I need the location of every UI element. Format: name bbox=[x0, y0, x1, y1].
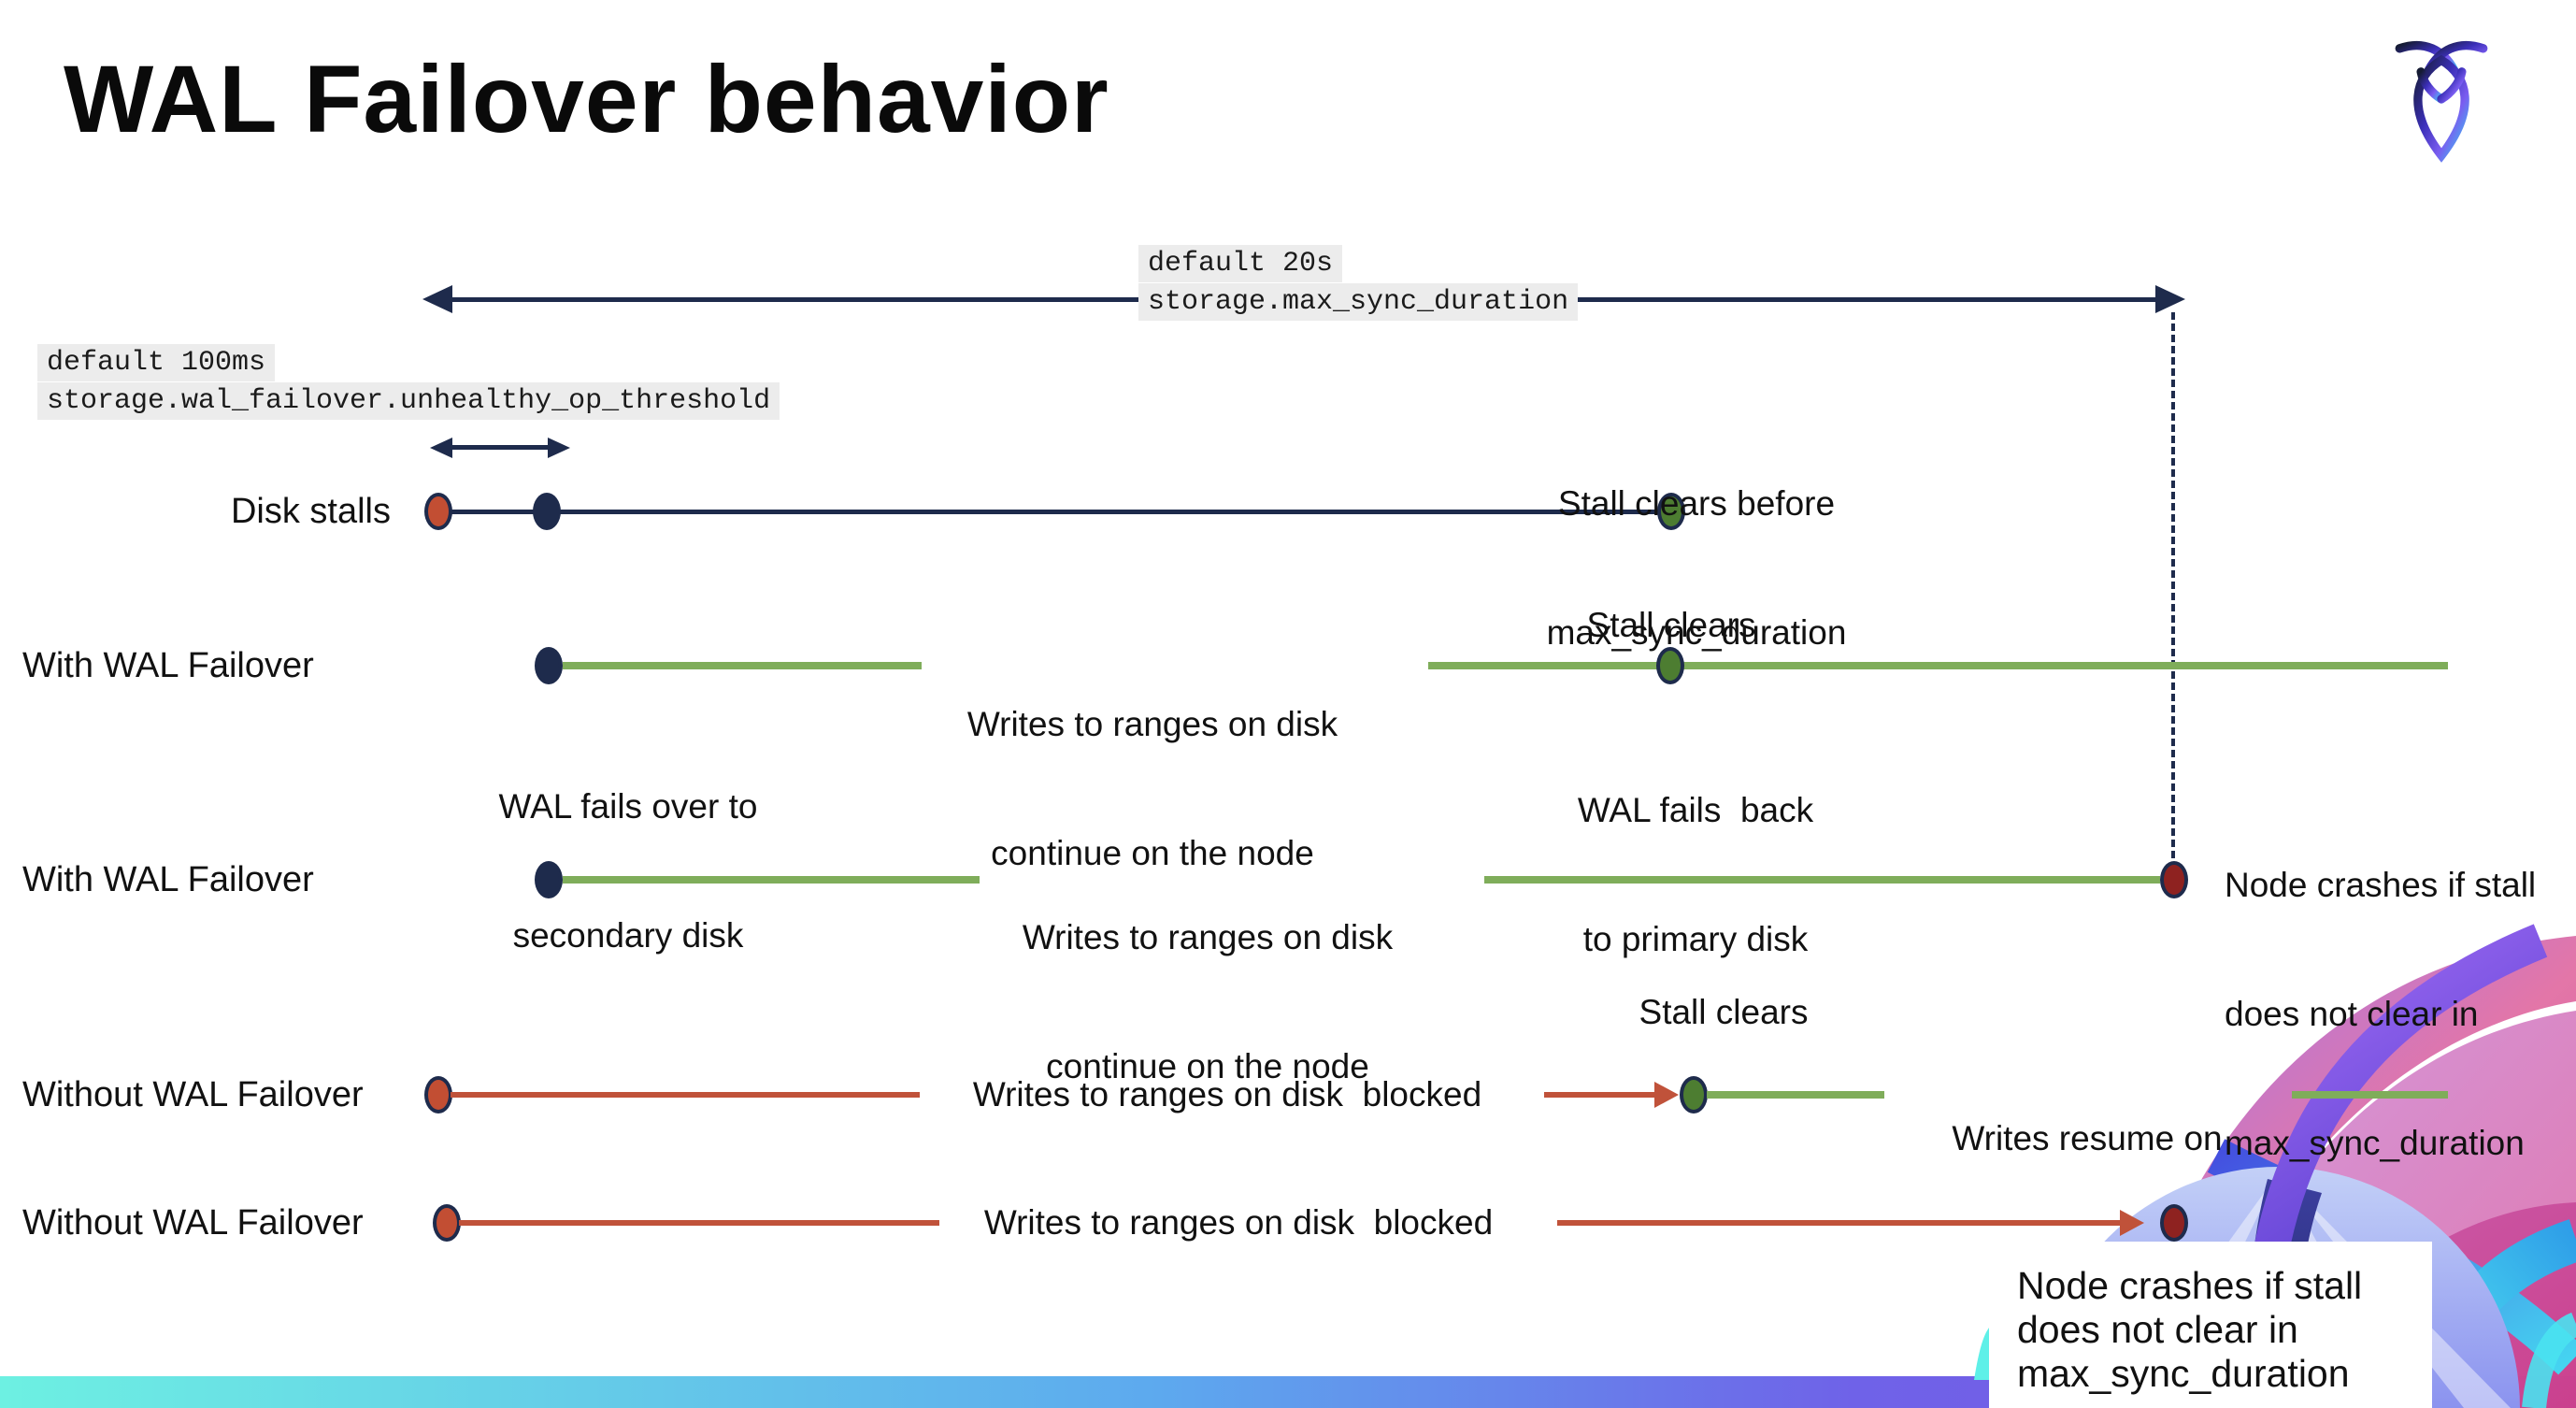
stall-clears-before-text: Stall clears before max_sync_duration bbox=[1546, 484, 1847, 652]
failover-threshold-dot bbox=[533, 493, 561, 530]
stall-clear-dot bbox=[1657, 493, 1685, 530]
writes-continue-line bbox=[563, 662, 922, 669]
arrow-head-right-icon bbox=[1654, 1082, 1679, 1108]
writes-continue-text: Writes to ranges on disk continue on the… bbox=[966, 705, 1338, 872]
arrow-head-right-icon bbox=[2155, 285, 2185, 313]
disk-stall-timeline bbox=[449, 510, 1658, 514]
writes-resume-line bbox=[2292, 1091, 2448, 1099]
node-crashes-text: Node crashes if stall does not clear in … bbox=[2225, 866, 2537, 1162]
row-label-without-wal-failover-2: Without WAL Failover bbox=[22, 1203, 364, 1243]
node-crashes-text: Node crashes if stall bbox=[2017, 1264, 2363, 1307]
arrow-head-right-icon bbox=[548, 438, 570, 458]
arrow-head-left-icon bbox=[422, 285, 452, 313]
threshold-arrow-line bbox=[447, 445, 550, 450]
max-sync-boundary-dashed-line bbox=[2171, 312, 2175, 858]
node-crashes-text: max_sync_duration bbox=[2017, 1352, 2350, 1395]
max-sync-default-label: default 20s bbox=[1138, 245, 1343, 282]
stall-clears-text: Stall clears bbox=[1639, 993, 1809, 1031]
threshold-default-label: default 100ms bbox=[37, 344, 276, 381]
writes-continue-line bbox=[563, 876, 980, 884]
writes-blocked-text: Writes to ranges on disk blocked bbox=[972, 1075, 1482, 1113]
writes-blocked-line bbox=[459, 1220, 939, 1226]
row-label-without-wal-failover-1: Without WAL Failover bbox=[22, 1075, 364, 1114]
stall-clear-dot bbox=[1656, 647, 1684, 684]
cockroachdb-logo-icon bbox=[2395, 40, 2488, 163]
arrow-head-right-icon bbox=[2120, 1210, 2144, 1236]
failover-event-dot bbox=[535, 647, 563, 684]
failover-event-dot bbox=[535, 861, 563, 898]
writes-blocked-line bbox=[1557, 1220, 2122, 1226]
wal-fails-back-text: WAL fails back to primary disk bbox=[1577, 791, 1814, 958]
disk-stall-start-dot bbox=[433, 1204, 461, 1242]
row-label-with-wal-failover-1: With WAL Failover bbox=[22, 646, 314, 685]
writes-blocked-line bbox=[451, 1092, 920, 1098]
stall-clear-dot bbox=[1680, 1076, 1708, 1113]
writes-continue-line bbox=[1428, 662, 2448, 669]
writes-continue-text: Writes to ranges on disk continue on the… bbox=[1022, 918, 1394, 1085]
node-crash-dot bbox=[2160, 1204, 2188, 1242]
row-label-disk-stalls: Disk stalls bbox=[230, 492, 391, 531]
page-title: WAL Failover behavior bbox=[64, 46, 1109, 152]
arrow-head-left-icon bbox=[430, 438, 452, 458]
threshold-setting-label: storage.wal_failover.unhealthy_op_thresh… bbox=[37, 382, 780, 420]
row-label-with-wal-failover-2: With WAL Failover bbox=[22, 860, 314, 899]
writes-blocked-line bbox=[1544, 1092, 1656, 1098]
writes-resume-line bbox=[1707, 1091, 1884, 1099]
node-crash-dot bbox=[2160, 861, 2188, 898]
writes-blocked-text: Writes to ranges on disk blocked bbox=[983, 1203, 1494, 1242]
disk-stall-start-dot bbox=[424, 493, 452, 530]
stall-clears-text: Stall clears bbox=[1586, 606, 1756, 644]
writes-continue-line bbox=[1484, 876, 2160, 884]
wal-fails-over-text: WAL fails over to secondary disk bbox=[498, 787, 758, 955]
disk-stall-start-dot bbox=[424, 1076, 452, 1113]
node-crashes-text: does not clear in bbox=[2017, 1308, 2298, 1351]
node-crashes-callout: Node crashes if stall does not clear in … bbox=[1989, 1242, 2432, 1408]
max-sync-setting-label: storage.max_sync_duration bbox=[1138, 283, 1579, 321]
